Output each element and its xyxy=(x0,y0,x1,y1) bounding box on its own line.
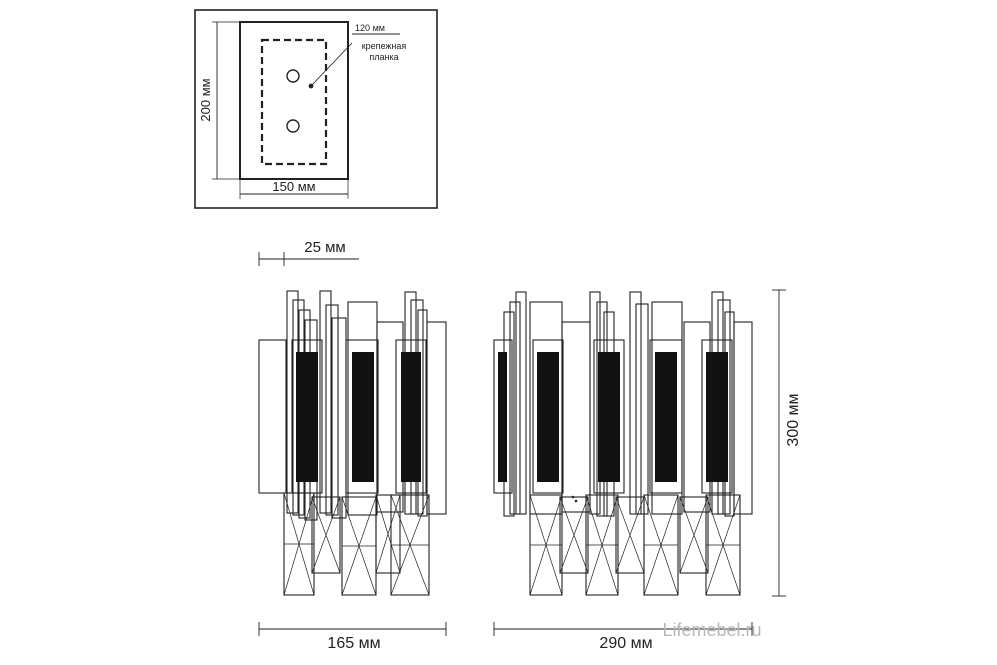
width-dimensions xyxy=(258,622,753,636)
side-width-label: 165 мм xyxy=(327,635,380,652)
wall-plate xyxy=(258,339,287,494)
bracket-leader xyxy=(310,42,353,87)
mounting-bracket xyxy=(260,38,328,166)
front-crystal-2 xyxy=(509,301,521,515)
side-housing-3 xyxy=(395,339,427,494)
side-prism-4 xyxy=(375,494,401,574)
front-crystal-1 xyxy=(515,291,527,515)
mounting-plate xyxy=(239,21,349,180)
front-housing-5 xyxy=(701,339,733,494)
front-housing-2 xyxy=(532,339,564,494)
side-glow-3 xyxy=(401,352,421,482)
front-crystal-16 xyxy=(561,321,591,513)
bracket-leader-dot xyxy=(308,83,314,89)
front-glow-2 xyxy=(537,352,559,482)
plate-width-label: 150 мм xyxy=(272,179,315,194)
side-prism-2 xyxy=(311,496,341,574)
front-glow-4 xyxy=(655,352,677,482)
front-glow-5 xyxy=(706,352,728,482)
side-glow-1 xyxy=(296,352,318,482)
plate-height-label: 200 мм xyxy=(198,78,213,121)
bracket-name-line1: крепежная xyxy=(362,41,407,51)
side-prism-facets xyxy=(283,492,430,596)
side-crystal-7 xyxy=(331,317,347,519)
side-crystal-13 xyxy=(426,321,447,515)
side-glow-2 xyxy=(352,352,374,482)
front-prism-6 xyxy=(679,496,709,574)
front-glow-panels xyxy=(498,352,728,482)
side-crystal-9 xyxy=(376,321,404,513)
front-housing-4 xyxy=(649,339,683,494)
side-housing-2 xyxy=(345,339,379,494)
front-housing-1 xyxy=(493,339,513,494)
bracket-name-line2: планка xyxy=(369,52,398,62)
screw-hole-top xyxy=(286,69,300,83)
mounting-plate-panel xyxy=(194,9,438,209)
height-label: 300 мм xyxy=(785,393,802,446)
front-prism-facets xyxy=(529,494,741,596)
front-crystal-8 xyxy=(635,303,649,515)
watermark: Lifemebel.ru xyxy=(662,620,761,640)
side-glow-panels xyxy=(296,352,421,482)
front-width-label: 290 мм xyxy=(599,635,652,652)
height-dimension xyxy=(772,289,786,597)
depth-offset-dimension xyxy=(258,252,359,266)
front-mount-dots xyxy=(571,495,578,503)
panel-frame xyxy=(194,9,438,209)
front-glow-3 xyxy=(598,352,620,482)
front-housing-3 xyxy=(593,339,625,494)
depth-offset-label: 25 мм xyxy=(304,239,345,256)
bracket-width-label: 120 мм xyxy=(355,23,385,33)
screw-hole-bottom xyxy=(286,119,300,133)
side-view xyxy=(258,290,447,596)
front-crystal-14 xyxy=(733,321,753,515)
front-glow-1 xyxy=(498,352,507,482)
